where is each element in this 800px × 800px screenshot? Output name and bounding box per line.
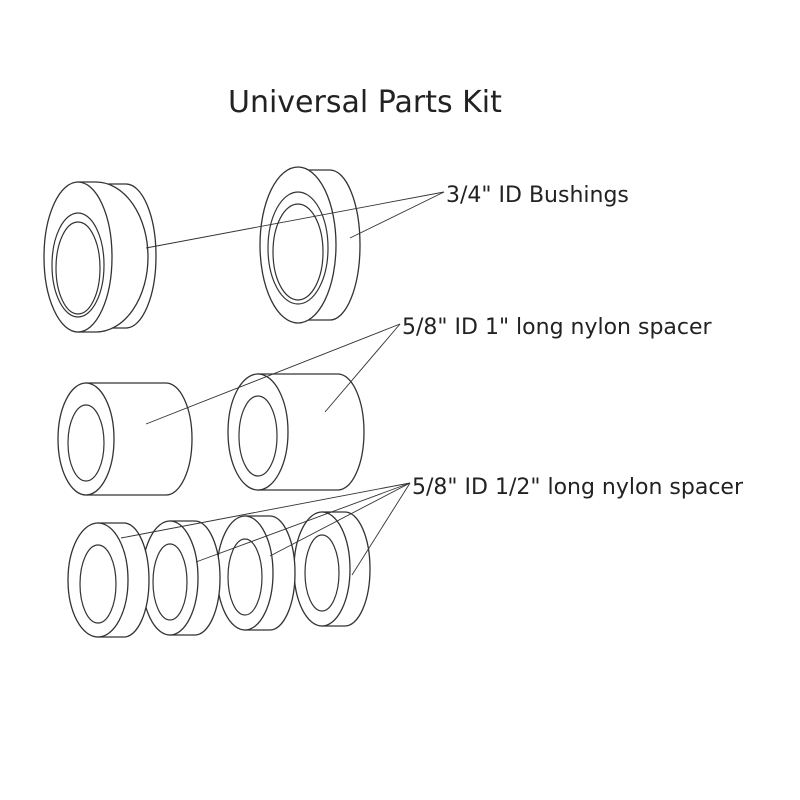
short-spacer-2 [141, 520, 221, 636]
long-spacer-leaders [145, 323, 401, 425]
diagram-title: Universal Parts Kit [228, 85, 502, 120]
long-spacer-label: 5/8" ID 1" long nylon spacer [402, 315, 713, 340]
short-spacer-1 [67, 522, 150, 638]
bushing-left [43, 181, 157, 333]
bushing-right [259, 166, 361, 324]
long-spacer-left [57, 382, 193, 496]
short-spacer-label: 5/8" ID 1/2" long nylon spacer [412, 475, 744, 500]
short-spacer-4 [293, 511, 371, 627]
long-spacer-right [227, 373, 365, 491]
short-spacer-3 [216, 515, 296, 631]
short-spacer-leaders [120, 482, 411, 576]
bushings-leaders [145, 191, 445, 249]
bushings-label: 3/4" ID Bushings [446, 183, 629, 208]
